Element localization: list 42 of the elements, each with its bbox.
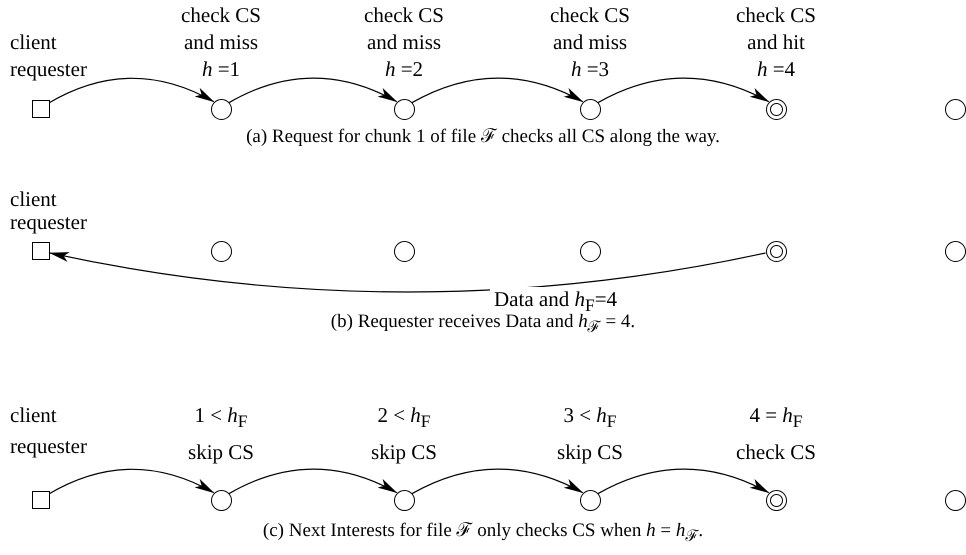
node-label: client requester xyxy=(10,29,88,83)
node-label: 1 < h$_{F}$ xyxy=(193,402,249,434)
node-label: h =2 xyxy=(384,56,424,83)
double-circle-node xyxy=(766,240,786,262)
double-circle-node xyxy=(766,98,786,120)
node-label: skip CS xyxy=(187,439,255,466)
node-label: 2 < h$_{F}$ xyxy=(376,402,432,434)
arrow xyxy=(49,252,766,293)
node-label: client requester xyxy=(10,402,88,460)
router-circle xyxy=(944,98,966,120)
subfigure-caption: (a) Request for chunk 1 of file ℱ checks all CS along the way. xyxy=(245,125,721,148)
node-label: h =3 xyxy=(570,56,610,83)
node-label: 3 < h$_{F}$ xyxy=(562,402,618,434)
router-circle xyxy=(210,98,232,120)
node-label: 4 = h$_{F}$ xyxy=(748,402,804,434)
node-label: skip CS xyxy=(556,439,624,466)
router-circle xyxy=(210,490,232,510)
router-circle xyxy=(394,490,414,510)
router-circle xyxy=(210,240,232,262)
router-circle xyxy=(394,240,414,262)
requester-square xyxy=(32,491,50,509)
router-circle xyxy=(580,98,600,120)
node-label: check CS xyxy=(735,439,817,466)
double-circle-node xyxy=(766,490,786,510)
arrow xyxy=(228,78,398,104)
router-circle xyxy=(394,98,414,120)
node-label: client requester xyxy=(10,188,88,234)
router-circle xyxy=(580,240,600,262)
arrow xyxy=(412,78,584,104)
node-label: h =4 xyxy=(756,56,796,83)
arrow xyxy=(412,468,584,494)
router-circle xyxy=(944,240,966,262)
requester-square xyxy=(32,242,50,260)
requester-square xyxy=(32,100,50,118)
arrow xyxy=(598,468,770,494)
node-label: skip CS xyxy=(370,439,438,466)
subfigure-caption: (c) Next Interests for file ℱ only checks CS when h = h$_{ℱ}$. xyxy=(262,519,704,546)
router-circle xyxy=(944,490,966,510)
arrow xyxy=(598,78,770,104)
arrow xyxy=(228,468,398,494)
router-circle xyxy=(580,490,600,510)
node-label: h =1 xyxy=(200,56,242,83)
